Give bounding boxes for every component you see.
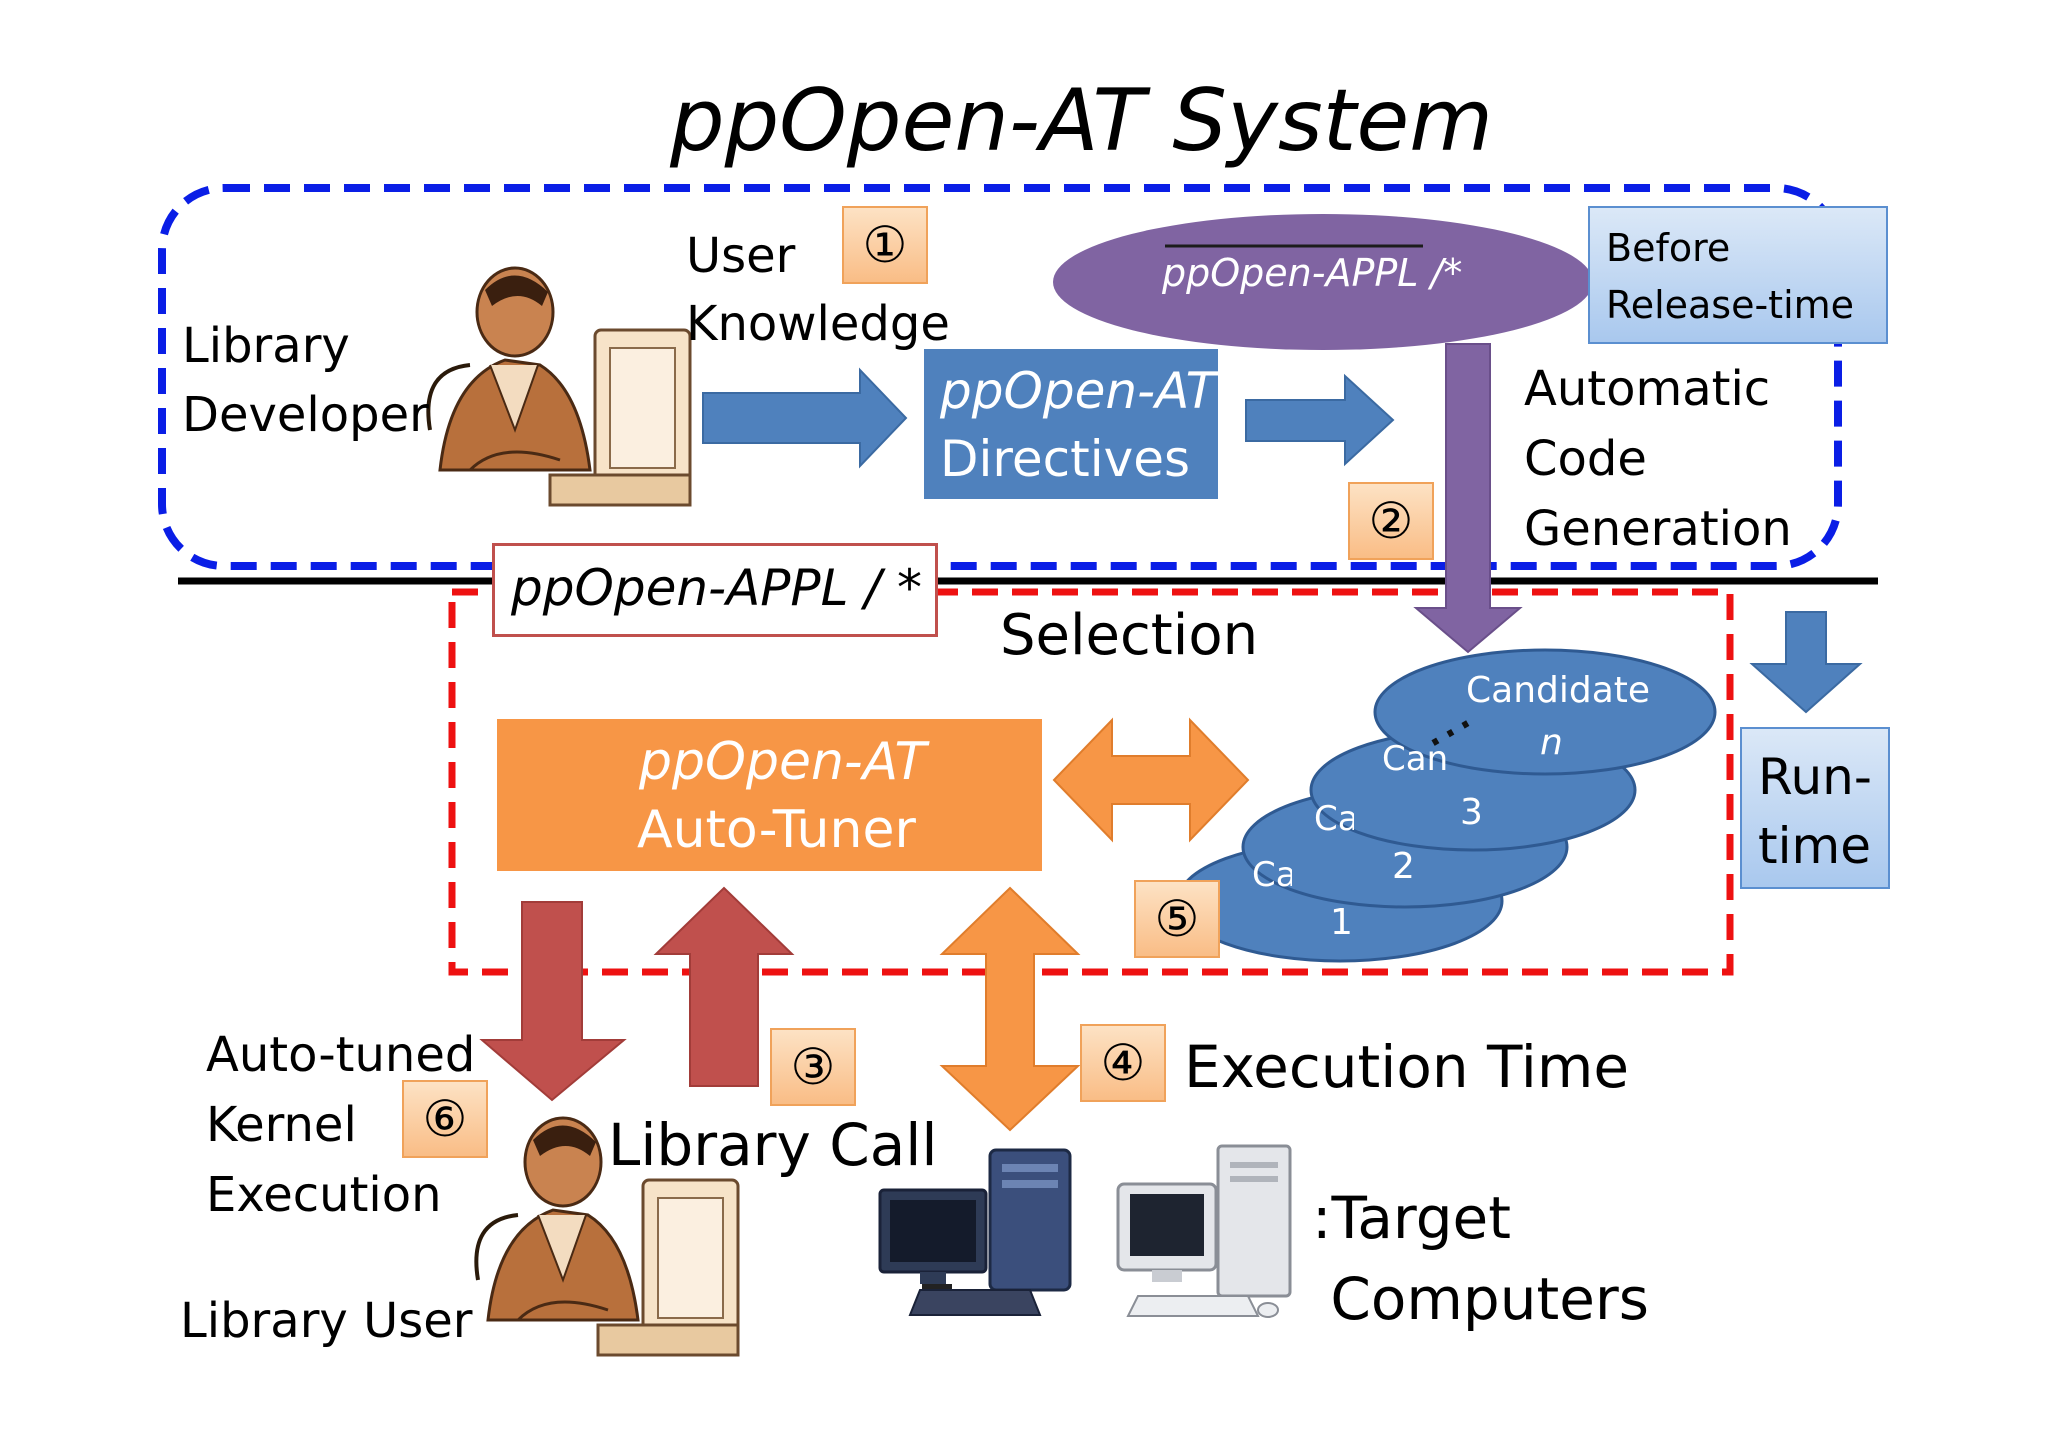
- arrow-codegen-down: [1413, 343, 1523, 654]
- appl-oval: [1053, 214, 1593, 350]
- library-user-label: Library User: [180, 1293, 473, 1349]
- arrow-tuner-candidates: [1052, 717, 1250, 843]
- appl-oval-label: ppOpen-APPL /*: [1162, 251, 1463, 295]
- candidate-n-label: Candidate: [1466, 670, 1651, 711]
- candidate-n-number: n: [1540, 722, 1563, 763]
- candidate-2-label: Candidate: [1314, 800, 1354, 839]
- directives-subtitle: Directives: [940, 430, 1190, 488]
- auto-tuned-label: Auto-tuned Kernel Execution: [206, 1027, 476, 1224]
- step-3-badge: ③: [770, 1028, 856, 1106]
- arrow-library-call: [653, 886, 795, 1087]
- selection-label: Selection: [1000, 603, 1259, 668]
- automatic-codegen-label: Automatic Code Generation: [1524, 361, 1792, 558]
- before-release-region: [158, 184, 1842, 570]
- tower-pc-icon: [878, 1148, 1072, 1316]
- step-5-badge: ⑤: [1134, 880, 1220, 958]
- candidate-2-number: 2: [1392, 846, 1415, 887]
- candidate-n: [1373, 648, 1717, 776]
- directives-title: ppOpen-AT: [940, 362, 1217, 420]
- arrow-developer-to-directives: [702, 367, 908, 469]
- step-2-badge: ②: [1348, 482, 1434, 560]
- before-release-label: Before Release-time: [1606, 226, 1855, 327]
- autotuner-subtitle: Auto-Tuner: [637, 800, 916, 860]
- page-title: ppOpen-AT System: [670, 71, 1494, 171]
- arrow-execution-time: [939, 886, 1081, 1132]
- directives-box: ppOpen-AT Directives: [924, 349, 1218, 499]
- autotuner-box: ppOpen-AT Auto-Tuner: [497, 719, 1042, 871]
- autotuner-title: ppOpen-AT: [639, 732, 927, 792]
- before-release-box: Before Release-time: [1588, 206, 1888, 344]
- step-4-badge: ④: [1080, 1024, 1166, 1102]
- appl-label-box: ppOpen-APPL / *: [492, 543, 938, 637]
- step-1-badge: ①: [842, 206, 928, 284]
- appl-label: ppOpen-APPL / *: [511, 559, 923, 617]
- desktop-pc-icon: [1116, 1144, 1292, 1318]
- runtime-box: Run- time: [1740, 727, 1890, 889]
- arrow-directives-to-codegen: [1245, 373, 1395, 467]
- developer-icon: [426, 266, 692, 507]
- runtime-label: Run- time: [1758, 748, 1872, 875]
- library-developer-label: Library Developer: [182, 318, 429, 443]
- user-knowledge-label: User Knowledge: [686, 228, 950, 353]
- execution-time-label: Execution Time: [1184, 1033, 1629, 1101]
- candidate-1-number: 1: [1330, 902, 1353, 943]
- candidate-1-label: Candidate: [1252, 856, 1292, 895]
- candidate-3-label: Candidate: [1382, 740, 1446, 779]
- target-computers-label: :Target Computers: [1312, 1184, 1649, 1334]
- candidate-3-number: 3: [1460, 792, 1483, 833]
- runtime-region: [448, 588, 1734, 976]
- arrow-runtime-down: [1749, 611, 1863, 714]
- arrow-kernel-execution: [479, 901, 627, 1102]
- user-icon: [474, 1116, 740, 1357]
- library-call-label: Library Call: [608, 1111, 938, 1179]
- step-6-badge: ⑥: [402, 1080, 488, 1158]
